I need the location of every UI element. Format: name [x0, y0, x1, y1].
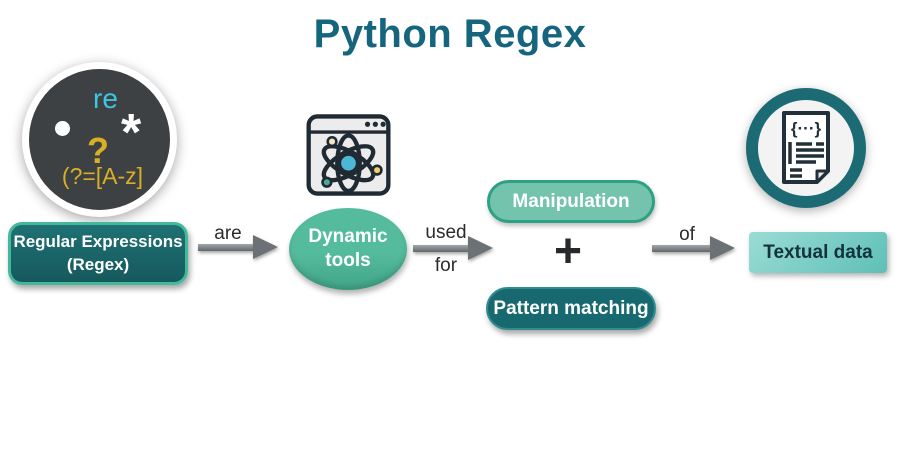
node-regex-line2: (Regex): [66, 254, 130, 274]
node-pattern-matching-label: Pattern matching: [493, 297, 649, 319]
asterisk-symbol: *: [121, 104, 142, 162]
connector-label-are: are: [214, 223, 242, 244]
arrow-head-icon: [468, 236, 493, 260]
browser-window-atom-icon: [306, 114, 391, 196]
connector-label-used: used: [425, 222, 467, 243]
arrow-head-icon: [710, 236, 735, 260]
arrow-shaft: [413, 244, 468, 252]
arrow-used-for: [413, 236, 493, 260]
code-document-circle-icon: {···}: [746, 88, 866, 208]
node-regular-expressions: Regular Expressions (Regex): [8, 222, 188, 285]
node-dynamic-line1: Dynamic: [308, 226, 388, 248]
node-textual-data-label: Textual data: [763, 241, 873, 263]
arrow-of: [652, 236, 735, 260]
dot-symbol: [55, 121, 70, 136]
lookahead-symbol: (?=[A-z]: [61, 163, 144, 189]
question-symbol: ?: [87, 130, 109, 171]
connector-label-for: for: [434, 255, 458, 276]
arrow-shaft: [198, 243, 253, 251]
re-symbol: re: [93, 83, 118, 114]
arrow-head-icon: [253, 235, 278, 259]
node-regex-line1: Regular Expressions: [13, 231, 183, 251]
node-pattern-matching: Pattern matching: [486, 287, 656, 330]
node-dynamic-tools: Dynamic tools: [289, 208, 407, 290]
braces-glyph: {···}: [791, 119, 822, 138]
connector-label-of: of: [679, 224, 695, 245]
atom-icon: [321, 133, 383, 194]
plus-symbol: +: [553, 225, 583, 278]
node-textual-data: Textual data: [749, 232, 887, 273]
page-title: Python Regex: [313, 12, 587, 56]
node-manipulation-label: Manipulation: [512, 190, 630, 212]
node-manipulation: Manipulation: [487, 180, 655, 223]
code-document-icon: {···}: [782, 111, 830, 184]
arrow-are: [198, 235, 278, 259]
arrow-shaft: [652, 244, 710, 252]
regex-symbols-badge: re * ? (?=[A-z]: [22, 62, 177, 217]
node-dynamic-line2: tools: [325, 250, 371, 271]
